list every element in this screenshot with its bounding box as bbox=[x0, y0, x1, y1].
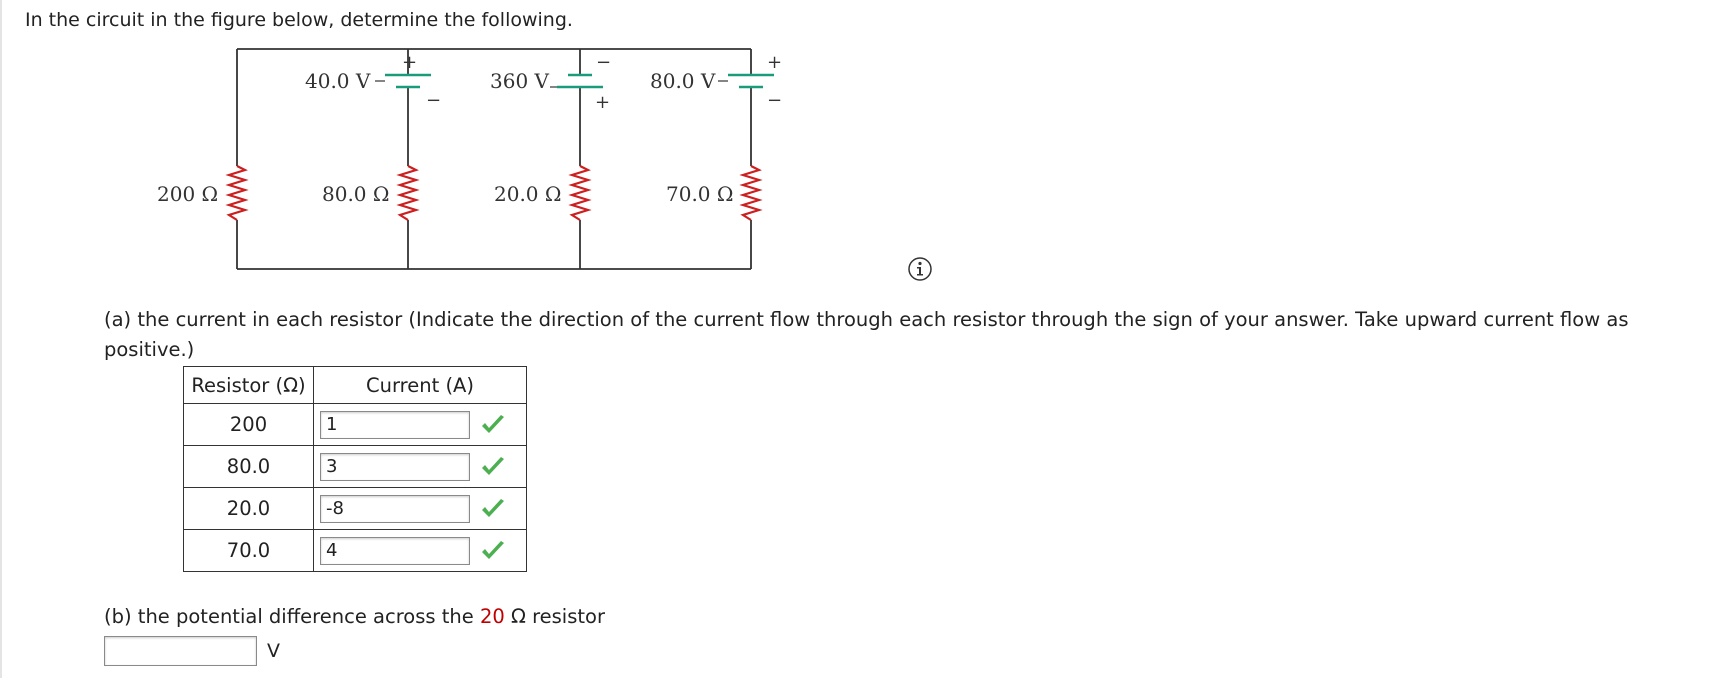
header-current: Current (A) bbox=[313, 366, 527, 404]
resistor-label-80: 80.0 Ω bbox=[322, 182, 389, 206]
current-input-70[interactable]: 4 bbox=[320, 536, 470, 565]
table-row: 70.0 4 bbox=[183, 529, 527, 572]
battery-sign: + bbox=[767, 52, 782, 73]
circuit-wires bbox=[236, 48, 752, 270]
battery-label-80v: 80.0 V bbox=[650, 69, 716, 93]
battery-360v bbox=[550, 73, 603, 89]
part-b-answer-row: V bbox=[104, 636, 280, 666]
part-b-prefix: (b) the potential difference across the bbox=[104, 605, 480, 628]
resistor-20 bbox=[568, 165, 592, 221]
info-icon[interactable] bbox=[907, 256, 933, 282]
current-input-200[interactable]: 1 bbox=[320, 410, 470, 439]
highlighted-value: 20 bbox=[479, 605, 505, 628]
header-resistor: Resistor (Ω) bbox=[183, 366, 314, 404]
resistor-80 bbox=[396, 165, 420, 221]
table-row: 200 1 bbox=[183, 403, 527, 446]
resistor-70 bbox=[739, 165, 763, 221]
current-input-20[interactable]: -8 bbox=[320, 494, 470, 523]
battery-label-360v: 360 V bbox=[490, 69, 550, 93]
part-b-question: (b) the potential difference across the … bbox=[104, 605, 605, 628]
resistor-label-70: 70.0 Ω bbox=[666, 182, 733, 206]
battery-40v bbox=[375, 73, 431, 89]
resistor-200 bbox=[225, 165, 249, 221]
circuit-diagram: 40.0 V + − 360 V − + 80.0 V + − 200 Ω 80… bbox=[157, 48, 782, 270]
resistor-value: 70.0 bbox=[183, 529, 314, 572]
correct-check-icon bbox=[482, 540, 504, 559]
battery-sign: − bbox=[767, 90, 782, 111]
part-a-question: (a) the current in each resistor (Indica… bbox=[104, 308, 1629, 361]
resistor-label-20: 20.0 Ω bbox=[494, 182, 561, 206]
battery-sign: + bbox=[402, 52, 417, 73]
correct-check-icon bbox=[482, 456, 504, 475]
current-input-80[interactable]: 3 bbox=[320, 452, 470, 481]
battery-80v bbox=[718, 73, 774, 89]
battery-sign: − bbox=[596, 52, 611, 73]
correct-check-icon bbox=[482, 414, 504, 433]
battery-sign: + bbox=[595, 92, 610, 113]
battery-label-40v: 40.0 V bbox=[305, 69, 371, 93]
resistor-value: 80.0 bbox=[183, 445, 314, 488]
resistor-value: 200 bbox=[183, 403, 314, 446]
question-intro: In the circuit in the figure below, dete… bbox=[25, 9, 573, 31]
left-border bbox=[0, 0, 2, 678]
unit-label: V bbox=[267, 640, 280, 662]
potential-difference-input[interactable] bbox=[104, 636, 257, 666]
part-b-suffix: Ω resistor bbox=[504, 605, 605, 628]
correct-check-icon bbox=[482, 498, 504, 517]
resistor-label-200: 200 Ω bbox=[157, 182, 218, 206]
answers-table: Resistor (Ω) Current (A) 200 1 80.0 3 20… bbox=[183, 366, 527, 572]
table-row: 80.0 3 bbox=[183, 445, 527, 488]
battery-sign: − bbox=[426, 90, 441, 111]
table-row: 20.0 -8 bbox=[183, 487, 527, 530]
resistor-value: 20.0 bbox=[183, 487, 314, 530]
